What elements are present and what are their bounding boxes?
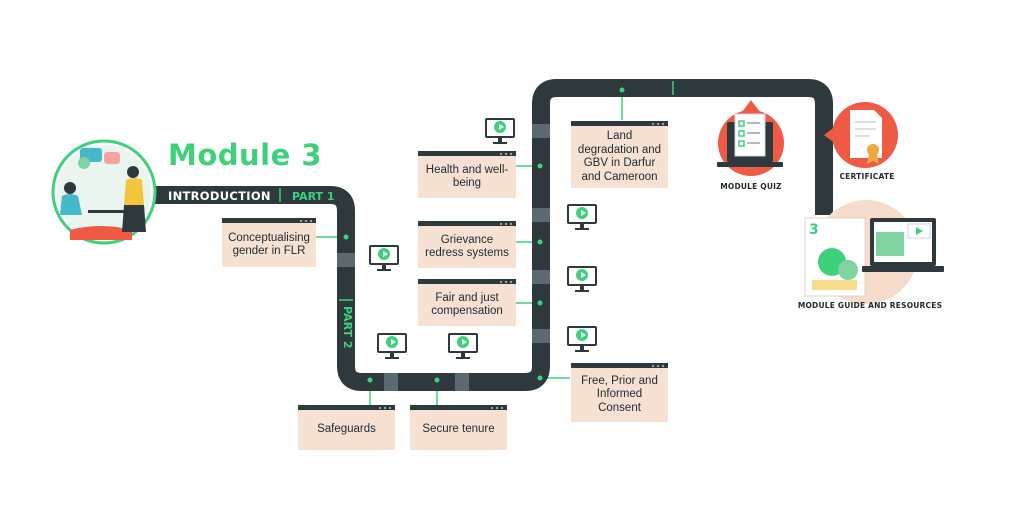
topic-label: Fair and just compensation bbox=[431, 291, 503, 318]
video-play-icon[interactable] bbox=[448, 333, 478, 361]
topic-card-health[interactable]: Health and well-being bbox=[418, 151, 516, 198]
video-play-icon[interactable] bbox=[567, 204, 597, 232]
topic-label: Safeguards bbox=[317, 423, 376, 436]
video-play-icon[interactable] bbox=[377, 333, 407, 361]
video-play-icon[interactable] bbox=[485, 118, 515, 146]
part2-label: PART 2 bbox=[341, 306, 354, 349]
introduction-label: INTRODUCTION bbox=[168, 189, 271, 203]
certificate-icon bbox=[824, 102, 898, 168]
topic-card-compensation[interactable]: Fair and just compensation bbox=[418, 279, 516, 326]
topic-card-secure-tenure[interactable]: Secure tenure bbox=[410, 405, 507, 450]
topic-card-land-degradation[interactable]: Land degradation and GBV in Darfur and C… bbox=[571, 121, 668, 188]
guide-label[interactable]: MODULE GUIDE AND RESOURCES bbox=[797, 301, 943, 310]
topic-label: Conceptualising gender in FLR bbox=[228, 231, 310, 258]
part1-label: PART 1 bbox=[292, 190, 335, 203]
topic-card-fpic[interactable]: Free, Prior and Informed Consent bbox=[571, 363, 668, 422]
certificate-label[interactable]: CERTIFICATE bbox=[839, 172, 895, 181]
laptop-icon bbox=[862, 218, 944, 272]
topic-card-safeguards[interactable]: Safeguards bbox=[298, 405, 395, 450]
video-play-icon[interactable] bbox=[369, 245, 399, 273]
people-illustration bbox=[51, 139, 157, 245]
topic-label: Free, Prior and Informed Consent bbox=[581, 374, 658, 414]
quiz-laptop-icon bbox=[717, 100, 784, 176]
topic-label: Grievance redress systems bbox=[425, 233, 509, 260]
module-title: Module 3 bbox=[168, 138, 323, 172]
topic-label: Secure tenure bbox=[422, 423, 495, 436]
topic-label: Land degradation and GBV in Darfur and C… bbox=[577, 130, 662, 183]
video-play-icon[interactable] bbox=[567, 326, 597, 354]
video-play-icon[interactable] bbox=[567, 266, 597, 294]
book-number: 3 bbox=[809, 222, 819, 238]
topic-card-conceptualising[interactable]: Conceptualising gender in FLR bbox=[222, 218, 316, 267]
topic-card-grievance[interactable]: Grievance redress systems bbox=[418, 221, 516, 268]
module-quiz-label[interactable]: MODULE QUIZ bbox=[720, 182, 782, 191]
topic-label: Health and well-being bbox=[425, 163, 509, 190]
